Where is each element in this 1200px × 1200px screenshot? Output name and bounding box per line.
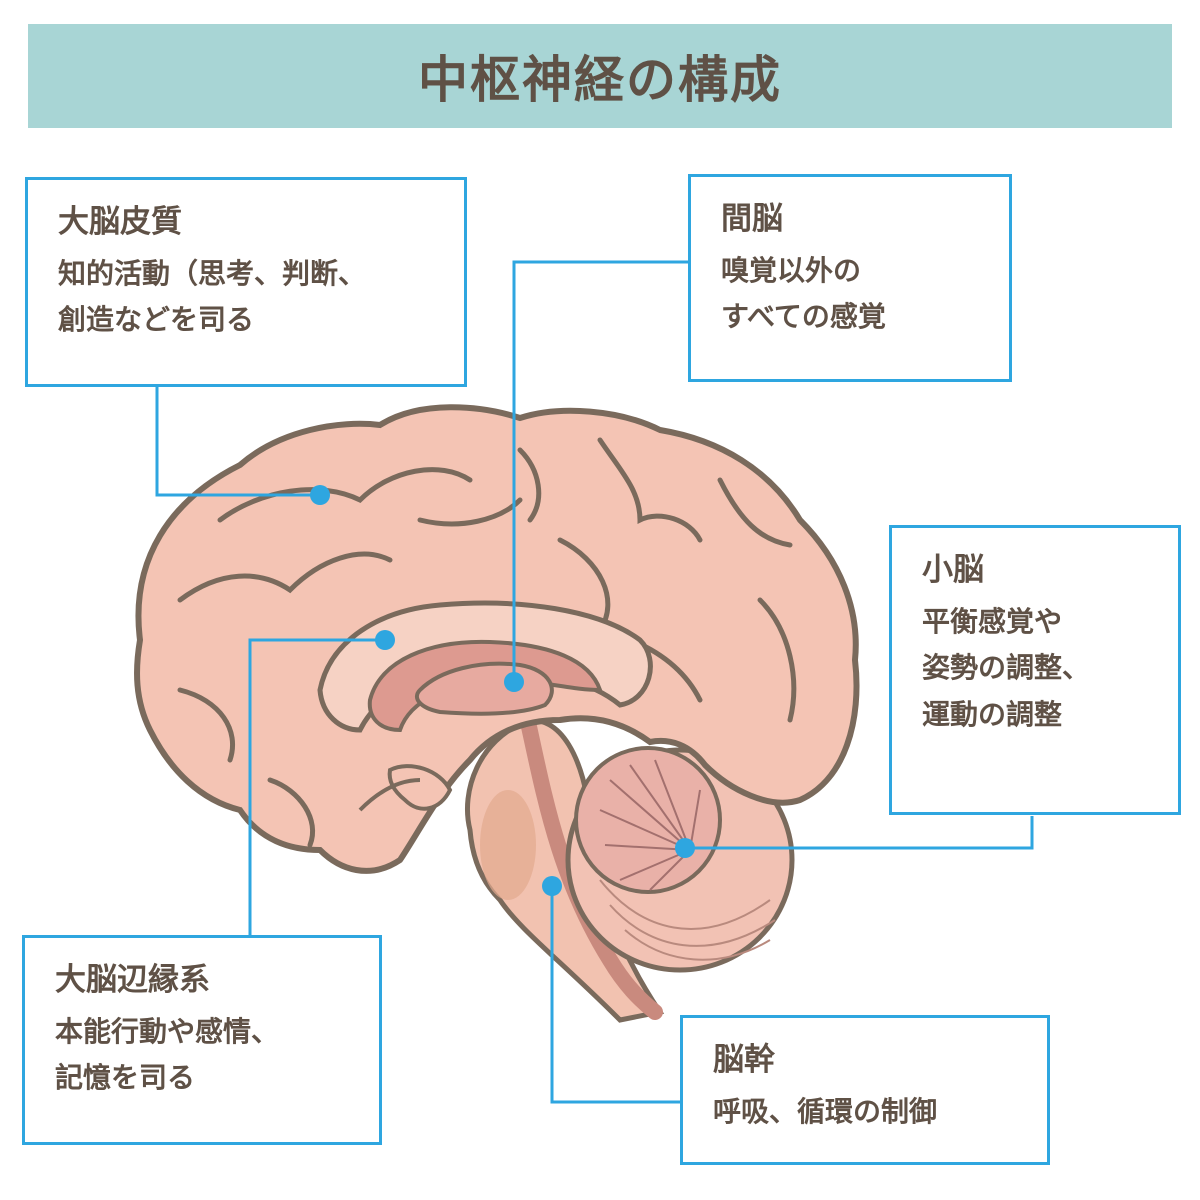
cerebellum-folia — [599, 879, 776, 961]
pons-shape — [480, 790, 536, 900]
label-line: 平衡感覚や — [922, 605, 1063, 639]
label-line: すべての感覚 — [721, 300, 886, 334]
label-box-limbic-system: 大脳辺縁系 本能行動や感情、 記憶を司る — [22, 935, 382, 1145]
label-line: 嗅覚以外の — [721, 254, 862, 288]
label-title-cerebellum: 小脳 — [922, 552, 984, 588]
fornix-line — [358, 778, 421, 812]
dot-diencephalon — [504, 672, 524, 692]
gyri-lines — [177, 437, 797, 848]
callout-line-cerebral-cortex — [155, 386, 320, 497]
dot-limbic-system — [375, 630, 395, 650]
callout-line-cerebellum — [685, 816, 1034, 850]
label-title-limbic-system: 大脳辺縁系 — [55, 962, 210, 998]
callout-line-limbic-system — [248, 638, 385, 935]
label-box-cerebral-cortex: 大脳皮質 知的活動（思考、判断、 創造などを司る — [25, 177, 467, 387]
label-line: 記憶を司る — [55, 1061, 196, 1095]
label-line: 知的活動（思考、判断、 — [58, 257, 367, 291]
label-box-cerebellum: 小脳 平衡感覚や 姿勢の調整、 運動の調整 — [889, 525, 1181, 815]
label-title-brainstem: 脳幹 — [713, 1042, 775, 1078]
label-line: 運動の調整 — [922, 697, 1063, 731]
dot-cerebellum — [675, 838, 695, 858]
callout-line-brainstem — [550, 886, 680, 1104]
label-line: 呼吸、循環の制御 — [713, 1095, 938, 1129]
label-line: 姿勢の調整、 — [922, 651, 1091, 685]
dot-brainstem — [542, 876, 562, 896]
label-title-cerebral-cortex: 大脳皮質 — [58, 204, 182, 240]
callout-lines — [155, 260, 1034, 1104]
label-line: 本能行動や感情、 — [55, 1015, 280, 1049]
label-line: 創造などを司る — [58, 303, 255, 337]
label-box-brainstem: 脳幹 呼吸、循環の制御 — [680, 1015, 1050, 1165]
arbor-vitae — [574, 746, 722, 894]
callout-line-diencephalon — [512, 260, 688, 682]
page-title: 中枢神経の構成 — [418, 51, 782, 109]
callout-dots — [310, 485, 695, 896]
label-box-diencephalon: 間脳 嗅覚以外の すべての感覚 — [688, 174, 1012, 382]
label-title-diencephalon: 間脳 — [721, 201, 783, 237]
title-bar: 中枢神経の構成 — [28, 24, 1172, 128]
dot-cerebral-cortex — [310, 485, 330, 505]
lateral-ventricle — [367, 639, 603, 733]
